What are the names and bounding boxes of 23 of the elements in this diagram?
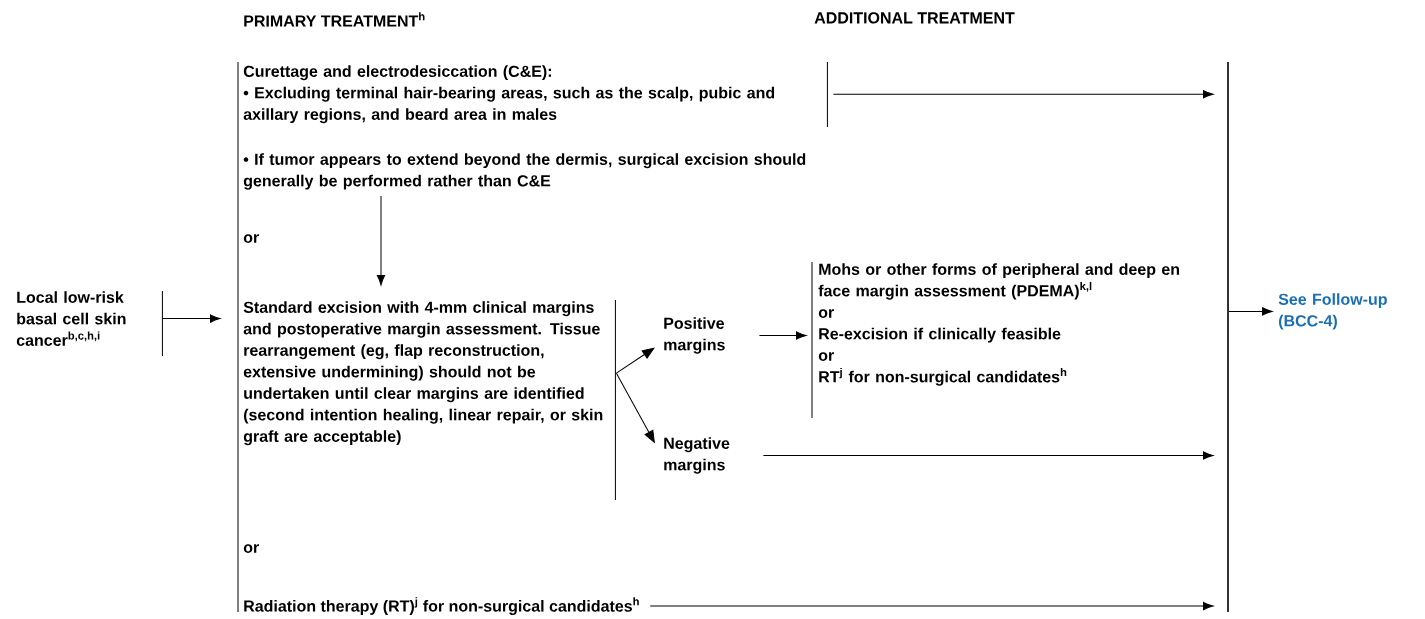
or-text: or (243, 234, 259, 243)
or-text: or (243, 544, 259, 553)
treatment-text: Positive margins (664, 317, 725, 354)
follow-up-link: See Follow-up (BCC-4) (1278, 293, 1387, 330)
treatment-text: • If tumor appears to extend beyond the dermis, surgical excision should generally be performed rather than C&E (243, 153, 806, 190)
arrow (161, 314, 221, 323)
arrow (376, 195, 386, 286)
arrow (615, 347, 655, 374)
arrow (762, 451, 1214, 460)
arrow (832, 90, 1214, 99)
arrow (758, 331, 807, 340)
column-heading: ADDITIONAL TREATMENT (814, 12, 1015, 24)
column-heading: PRIMARY TREATMENT$^{h}$ (244, 12, 425, 27)
treatment-text: Local low-risk basal cell skin cancer$^{b,c,h,i}$ (16, 290, 163, 357)
bracket-line (1227, 62, 1229, 612)
treatment-text: Standard excision with 4-mm clinical margins and postoperative margin assessment. Tissue rearrangement (eg, flap reconstruction, extensive undermining) should not be undertaken until clear margins are identified (second intention healing, linear repair, or skin graft are acceptable) (243, 299, 616, 501)
arrow (649, 601, 1214, 611)
arrow (615, 372, 655, 443)
treatment-text: Radiation therapy (RT)$^{j}$ for non-surgical candidates$^{h}$ (244, 597, 639, 615)
arrow (1228, 307, 1273, 316)
treatment-text: Mohs or other forms of peripheral and deep en face margin assessment (PDEMA)$^{k,l}$ or Re-excision if clinically feasible or RT$^{j}$ for non-surgical candidates$^{h}$ (811, 261, 1179, 419)
treatment-text: Negative margins (664, 437, 730, 474)
treatment-text: Curettage and electrodesiccation (C&E): • Excluding terminal hair-bearing areas, such as the scalp, pubic and axillary regions, and beard area in males (243, 61, 828, 128)
